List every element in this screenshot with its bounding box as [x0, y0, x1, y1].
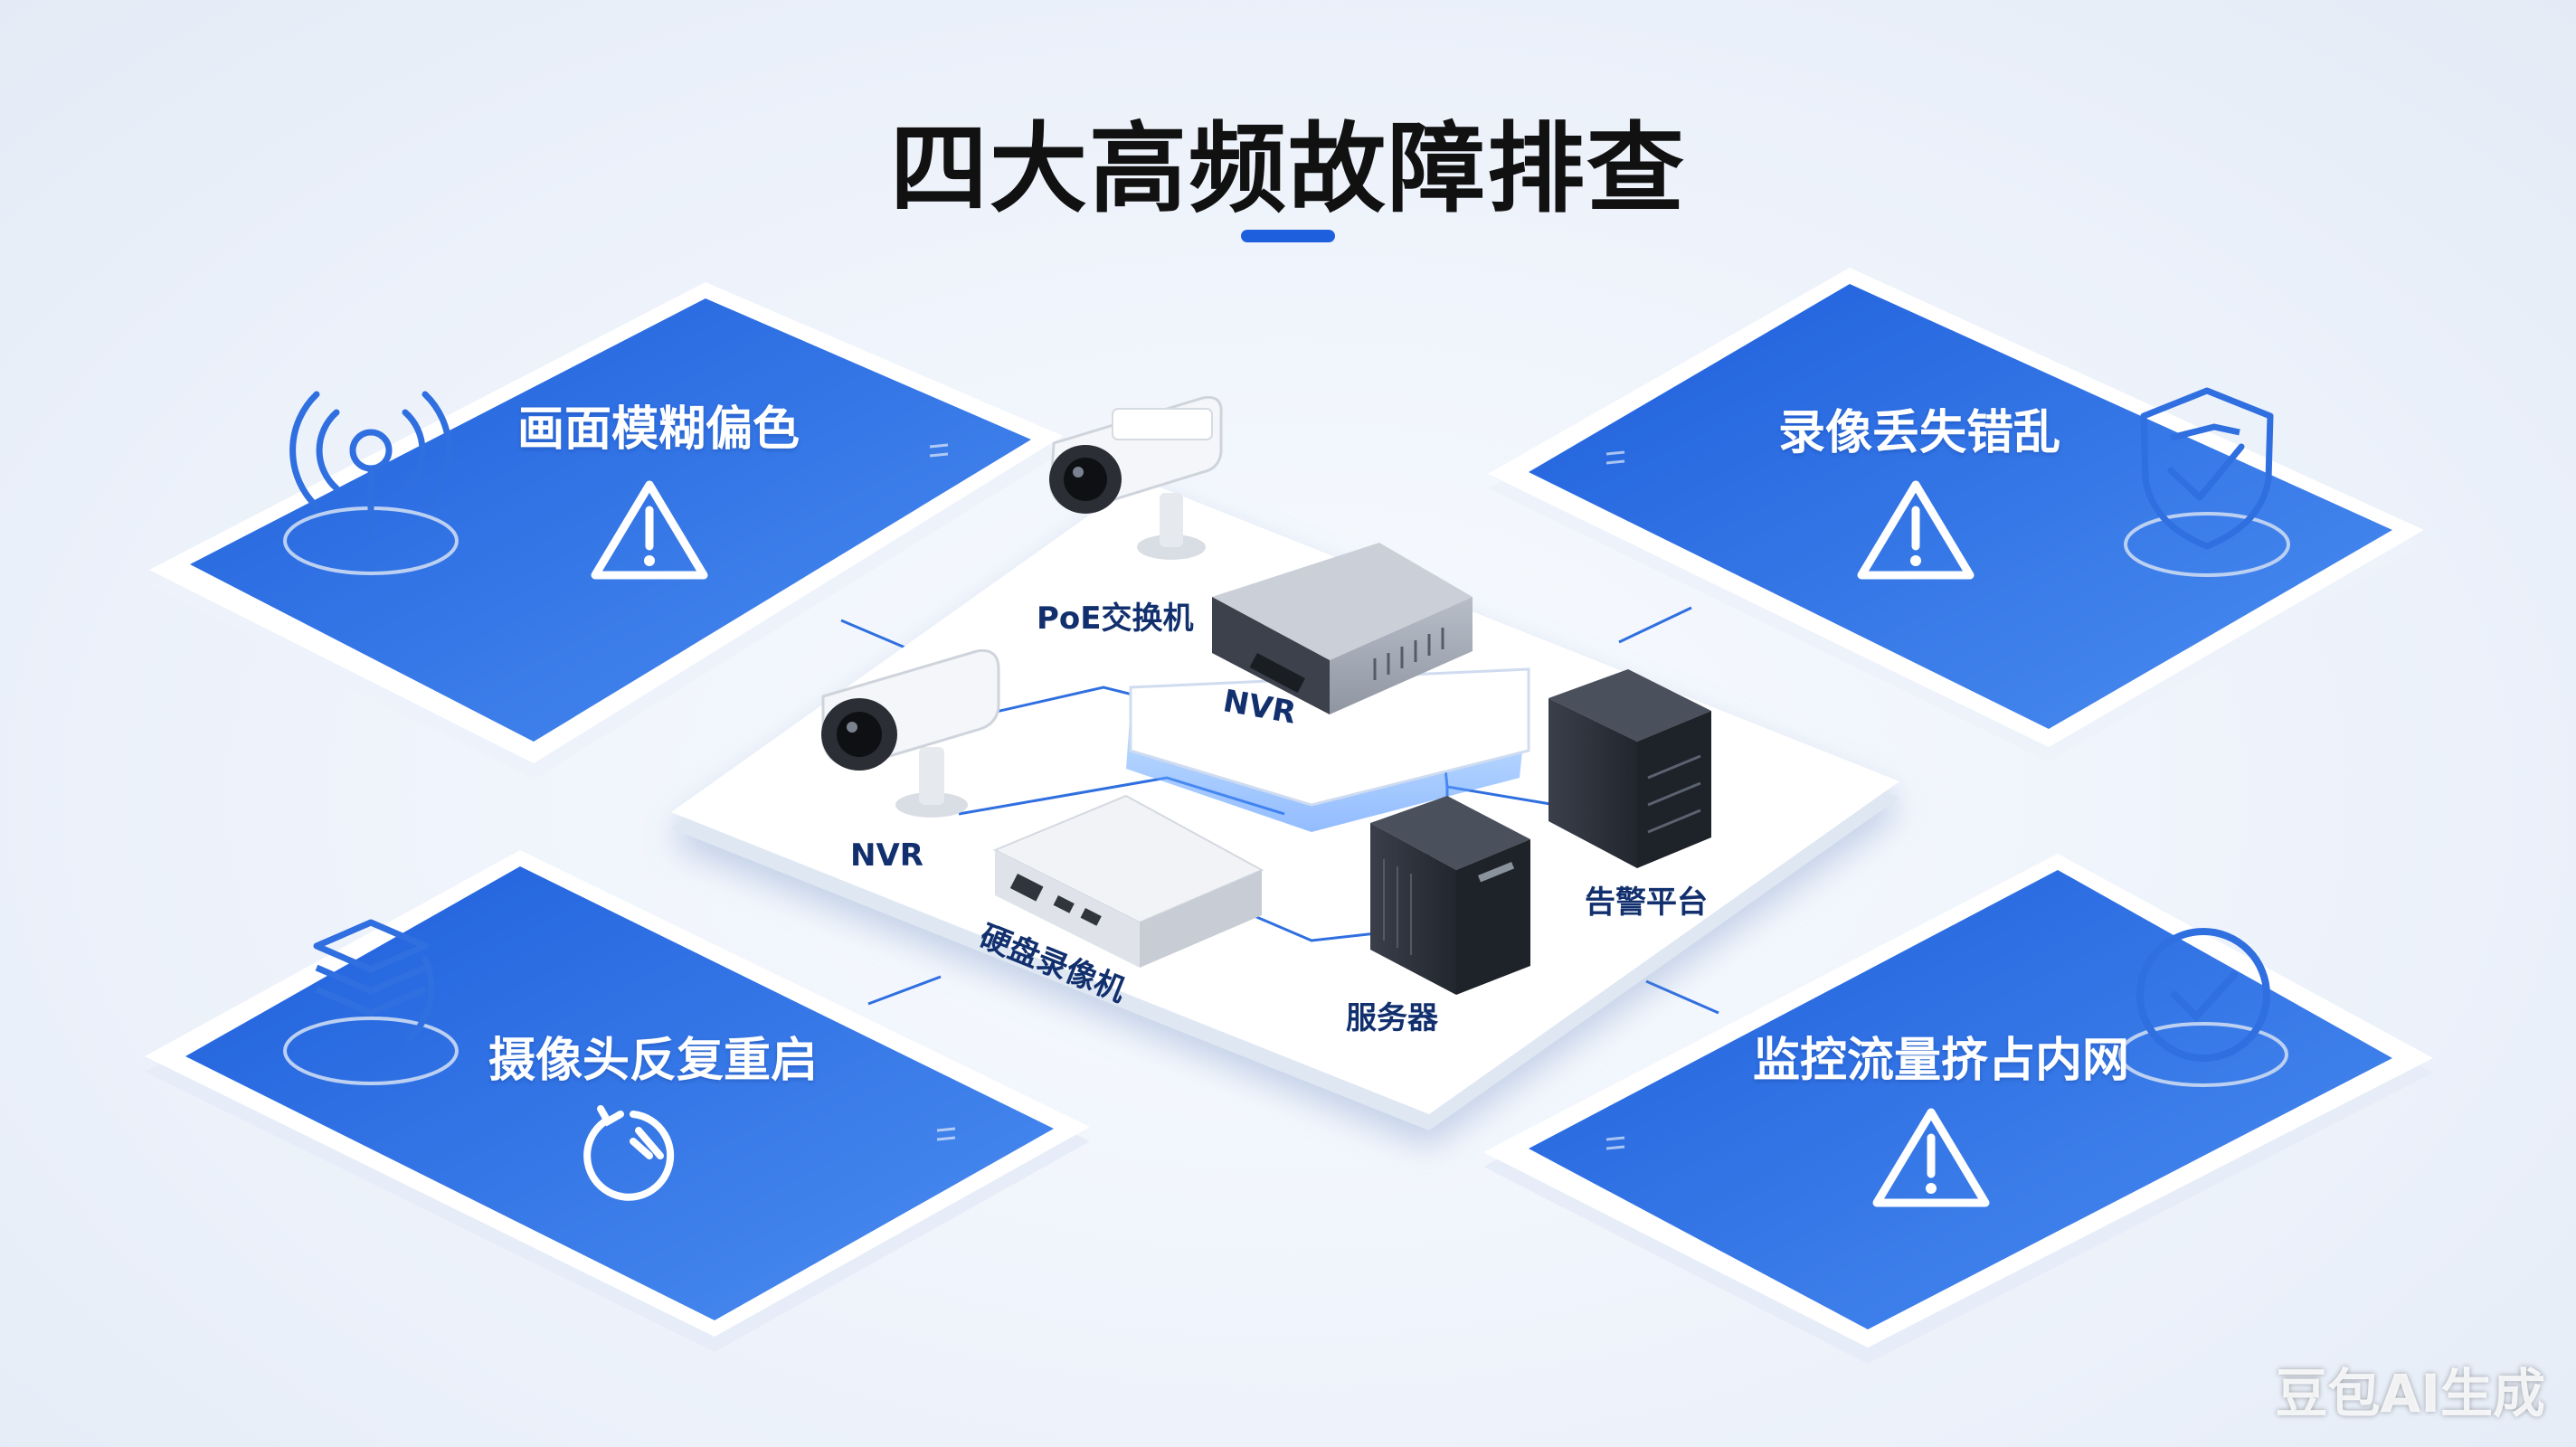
watermark: 豆包AI生成	[2275, 1363, 2545, 1424]
nvr-pedestal	[1126, 667, 1530, 832]
label-alarm-platform: 告警平台	[1585, 884, 1708, 921]
card-recording-loss[interactable]	[1488, 268, 2424, 761]
warning-triangle-icon	[1857, 480, 1975, 580]
card-label-blurry: 画面模糊偏色	[517, 402, 800, 457]
connector-bottom-left	[867, 975, 942, 1006]
check-circle-icon	[2118, 928, 2288, 1087]
connector-top-left	[840, 619, 914, 653]
warning-triangle-icon	[1872, 1108, 1990, 1207]
label-nvr-left: NVR	[850, 837, 923, 874]
page-title: 四大高频故障排查	[889, 113, 1686, 226]
dvr-box	[992, 794, 1264, 968]
server-tower	[1370, 796, 1530, 995]
card-label-recording: 录像丢失错乱	[1778, 406, 2061, 460]
connector-bottom-right	[1645, 979, 1719, 1015]
label-server: 服务器	[1346, 1000, 1438, 1036]
card-label-traffic: 监控流量挤占内网	[1753, 1034, 2130, 1088]
signal-camera-icon	[283, 391, 459, 575]
card-label-restart: 摄像头反复重启	[488, 1034, 819, 1088]
card-blurry-image[interactable]	[149, 282, 1063, 780]
title-underline	[1241, 230, 1335, 242]
nvr-box	[1212, 543, 1473, 714]
card-traffic-overload[interactable]	[1483, 854, 2433, 1364]
restart-timer-icon	[583, 1105, 675, 1201]
alarm-platform-tower	[1548, 669, 1711, 868]
camera-top	[1049, 395, 1223, 560]
shield-check-icon	[2124, 387, 2290, 577]
label-poe-switch: PoE交换机	[1037, 601, 1194, 637]
connector-top-right	[1618, 606, 1692, 644]
warning-triangle-icon	[591, 480, 708, 580]
stack-layers-icon	[283, 919, 459, 1085]
camera-left	[821, 648, 1000, 818]
